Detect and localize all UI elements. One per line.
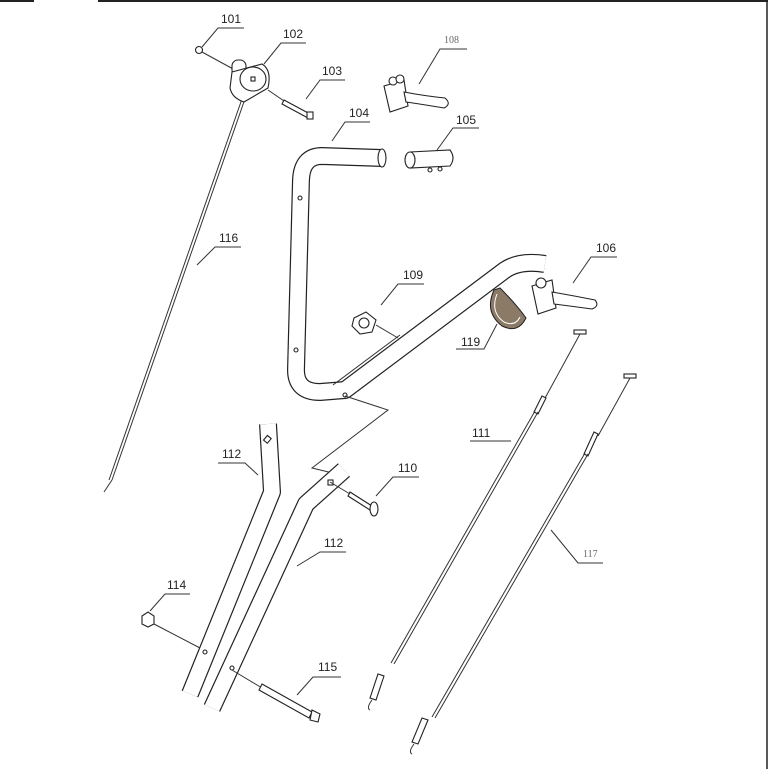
callout-label: 109 bbox=[403, 268, 423, 282]
part-110-bolt bbox=[329, 481, 379, 517]
callout-label: 115 bbox=[318, 660, 337, 674]
callout-115: 115 bbox=[296, 660, 341, 696]
part-115-bolt bbox=[231, 669, 321, 723]
part-116-cable bbox=[103, 95, 247, 493]
callout-label: 111 bbox=[472, 426, 491, 440]
callout-label: 119 bbox=[461, 335, 480, 349]
callout-104: 104 bbox=[331, 106, 370, 142]
callout-label: 104 bbox=[349, 106, 369, 120]
callout-119: 119 bbox=[456, 323, 498, 350]
callout-label: 102 bbox=[283, 27, 303, 41]
callout-label: 105 bbox=[456, 113, 476, 127]
callout-106: 106 bbox=[572, 241, 617, 284]
part-104-upper-handle bbox=[287, 147, 547, 477]
part-109-knob bbox=[351, 311, 399, 339]
callout-108: 108 bbox=[418, 35, 467, 85]
callout-label: 117 bbox=[583, 549, 598, 560]
callout-116: 116 bbox=[196, 231, 241, 266]
callout-label: 114 bbox=[167, 578, 186, 592]
callout-105: 105 bbox=[436, 113, 479, 151]
callout-103: 103 bbox=[305, 64, 345, 100]
part-102-throttle-control bbox=[229, 59, 270, 103]
callout-label: 108 bbox=[444, 35, 459, 46]
part-111-cable bbox=[367, 329, 587, 711]
callout-110: 110 bbox=[375, 461, 419, 497]
part-112-lower-bar-right bbox=[203, 463, 351, 712]
callout-label: 116 bbox=[219, 231, 238, 245]
part-117-cable bbox=[409, 373, 637, 755]
part-103-bolt bbox=[267, 89, 314, 120]
callout-111: 111 bbox=[470, 426, 511, 442]
callout-109: 109 bbox=[380, 268, 424, 306]
part-108-lever bbox=[383, 74, 449, 113]
part-105-grip bbox=[404, 149, 454, 173]
callout-label: 103 bbox=[322, 64, 342, 78]
part-119-clip bbox=[489, 287, 527, 330]
callout-112-right: 112 bbox=[296, 536, 346, 567]
part-114-nut bbox=[141, 611, 201, 649]
callout-label: 106 bbox=[596, 241, 616, 255]
callout-112-left: 112 bbox=[218, 447, 259, 476]
callout-label: 110 bbox=[398, 461, 417, 475]
callout-114: 114 bbox=[149, 578, 190, 612]
part-101-nut bbox=[194, 45, 236, 71]
callout-101: 101 bbox=[201, 12, 244, 48]
callout-117: 117 bbox=[550, 529, 603, 564]
callout-label: 112 bbox=[324, 536, 343, 550]
callout-label: 101 bbox=[221, 12, 241, 26]
callout-102: 102 bbox=[263, 27, 306, 65]
callout-label: 112 bbox=[222, 447, 241, 461]
part-106-lever bbox=[531, 277, 598, 315]
part-112-lower-bar-left bbox=[181, 423, 281, 698]
